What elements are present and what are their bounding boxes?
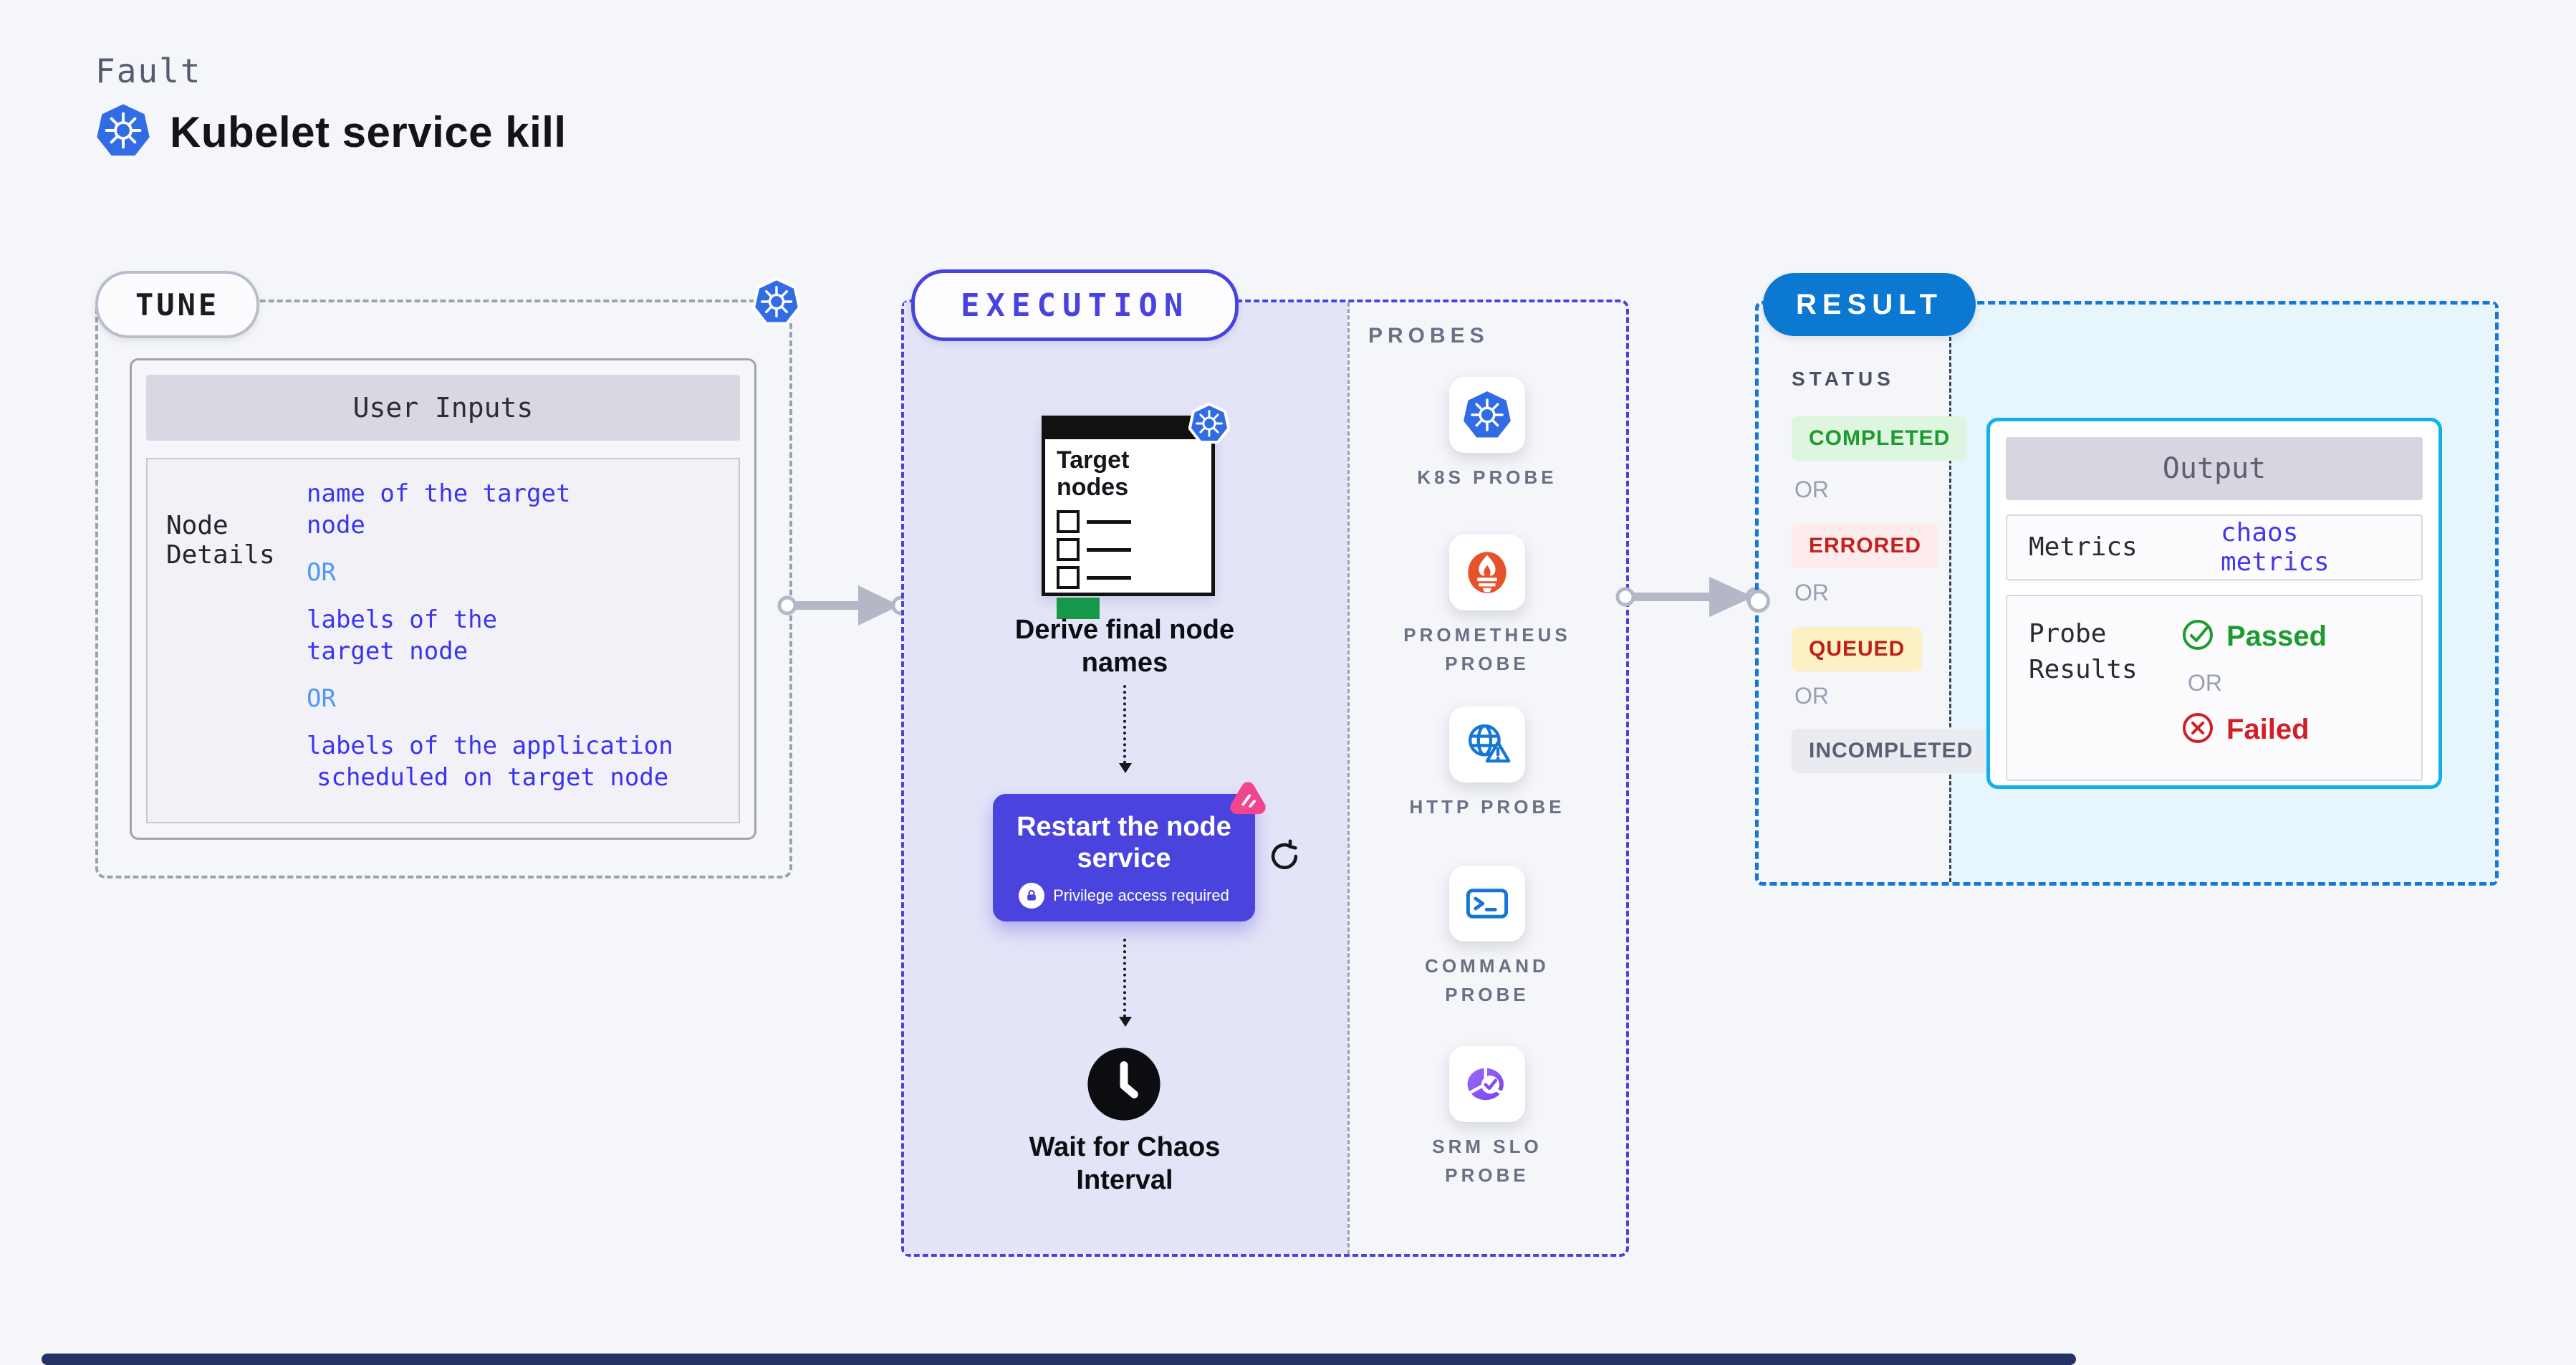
- input-value: labels of the application scheduled on t…: [307, 732, 673, 792]
- target-nodes-card: Target nodes: [1042, 402, 1231, 619]
- result-pill: RESULT: [1763, 273, 1976, 336]
- execution-section: EXECUTION Target nodes: [901, 269, 1629, 1257]
- kubernetes-icon: [1188, 402, 1231, 449]
- probe-item-srm-slo: SRM SLO PROBE: [1354, 1046, 1620, 1189]
- probe-label: COMMAND PROBE: [1425, 955, 1549, 1005]
- retry-loop-icon: [1267, 838, 1302, 878]
- checkbox-row: [1057, 510, 1211, 533]
- tune-section: TUNE User Inputs Node Details name: [95, 271, 802, 878]
- output-card: Output Metrics chaos metrics Probe Resul…: [1986, 418, 2442, 789]
- input-value: name of the target node: [307, 479, 571, 540]
- result-section: RESULT STATUS COMPLETED OR ERRORED OR QU…: [1747, 273, 2499, 886]
- or-separator: OR: [1794, 476, 1829, 502]
- probes-title: PROBES: [1368, 324, 1489, 348]
- fault-kicker: Fault: [95, 52, 202, 90]
- or-separator: OR: [2188, 670, 2222, 696]
- flow-arrow-execution-to-result: [1615, 577, 1765, 617]
- checkbox-row: [1057, 538, 1211, 561]
- probe-results-label: Probe Results: [2029, 619, 2138, 684]
- chaos-fault-icon: [1228, 780, 1268, 823]
- or-separator: OR: [307, 558, 336, 587]
- probe-item-k8s: K8S PROBE: [1354, 377, 1620, 492]
- user-inputs-table: Node Details name of the target node OR …: [146, 458, 740, 823]
- restart-node-service-node: Restart the node service Privilege acces…: [993, 782, 1266, 921]
- input-row-label: Node Details: [166, 511, 275, 570]
- terminal-icon: [1449, 866, 1525, 942]
- execution-probes-divider: [1347, 302, 1350, 1254]
- probe-item-http: HTTP PROBE: [1354, 707, 1620, 821]
- kubernetes-icon: [751, 277, 802, 330]
- x-circle-icon: [2181, 711, 2215, 749]
- or-separator: OR: [1794, 580, 1829, 605]
- kubernetes-icon: [1449, 377, 1525, 453]
- result-divider: [1949, 305, 1951, 882]
- action-title: Restart the node service: [1017, 812, 1231, 873]
- or-separator: OR: [1794, 683, 1829, 709]
- lock-icon: [1019, 883, 1045, 909]
- user-inputs-card: User Inputs Node Details name of the tar…: [130, 358, 756, 840]
- next-section-bar: [42, 1354, 2076, 1365]
- card-titlebar: [1045, 419, 1211, 439]
- metrics-row: Metrics chaos metrics: [2006, 514, 2423, 580]
- probe-label: PROMETHEUS PROBE: [1403, 624, 1571, 674]
- passed-label: Passed: [2226, 621, 2327, 652]
- slo-pie-icon: [1449, 1046, 1525, 1122]
- probe-results-row: Probe Results Passed OR: [2006, 595, 2423, 781]
- input-row-values: name of the target node OR labels of the…: [307, 459, 673, 822]
- status-badge-completed: COMPLETED: [1792, 416, 1968, 461]
- prometheus-icon: [1449, 535, 1525, 610]
- status-title: STATUS: [1792, 368, 1895, 390]
- execution-pill: EXECUTION: [911, 269, 1239, 341]
- flow-arrow-tune-to-execution: [777, 585, 911, 626]
- flow-connector-down: [1119, 685, 1132, 773]
- output-title: Output: [2006, 437, 2423, 500]
- title-row: Kubelet service kill: [95, 102, 567, 163]
- connector-dot: [1747, 590, 1770, 613]
- probe-label: K8S PROBE: [1417, 466, 1557, 488]
- or-separator: OR: [307, 684, 336, 713]
- failed-label: Failed: [2226, 714, 2310, 745]
- http-globe-icon: [1449, 707, 1525, 782]
- metrics-value: chaos metrics: [2221, 518, 2330, 577]
- probe-label: SRM SLO PROBE: [1432, 1136, 1542, 1186]
- wait-chaos-interval-label: Wait for Chaos Interval: [1029, 1132, 1221, 1195]
- probe-label: HTTP PROBE: [1409, 796, 1565, 818]
- status-badge-incompleted: INCOMPLETED: [1792, 729, 1991, 773]
- probe-item-command: COMMAND PROBE: [1354, 866, 1620, 1009]
- derive-node-names-label: Derive final node names: [1014, 615, 1235, 678]
- check-circle-icon: [2181, 618, 2215, 656]
- input-value: labels of the target node: [307, 605, 498, 666]
- tune-pill: TUNE: [95, 271, 260, 338]
- metrics-label: Metrics: [2029, 532, 2138, 562]
- page-title: Kubelet service kill: [170, 108, 567, 156]
- clock-icon: [1085, 1045, 1163, 1127]
- target-nodes-title: Target nodes: [1057, 446, 1130, 501]
- flow-connector-down: [1119, 939, 1132, 1027]
- user-inputs-title: User Inputs: [146, 375, 740, 441]
- checkbox-row: [1057, 566, 1211, 589]
- kubernetes-icon: [95, 102, 151, 163]
- probe-item-prometheus: PROMETHEUS PROBE: [1354, 535, 1620, 678]
- probe-results-values: Passed OR Failed: [2181, 596, 2327, 780]
- privilege-badge: Privilege access required: [993, 883, 1255, 909]
- status-badge-queued: QUEUED: [1792, 627, 1923, 671]
- progress-bar: [1057, 598, 1100, 619]
- status-badge-errored: ERRORED: [1792, 524, 1939, 568]
